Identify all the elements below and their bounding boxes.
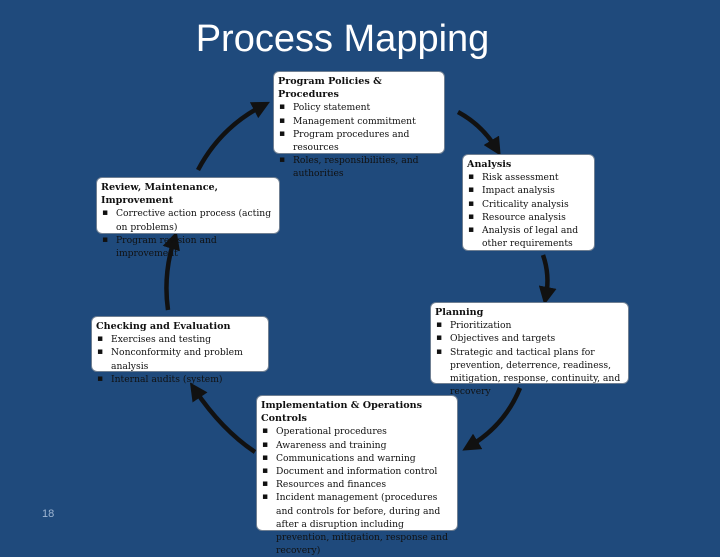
list-item: Internal audits (system): [96, 373, 263, 386]
list-item: Strategic and tactical plans for prevent…: [435, 346, 623, 399]
box-title: Analysis: [467, 159, 512, 170]
arrow-review-to-policies: [196, 101, 270, 172]
box-implementation: Implementation & Operations Controls Ope…: [256, 395, 458, 556]
box-list: Risk assessment Impact analysis Critical…: [467, 171, 589, 250]
list-item: Exercises and testing: [96, 333, 263, 346]
box-checking-evaluation: Checking and Evaluation Exercises and te…: [91, 316, 269, 386]
arrow-policies-to-analysis: [456, 110, 501, 156]
box-title: Implementation & Operations Controls: [261, 400, 423, 425]
box-review-maintenance: Review, Maintenance, Improvement Correct…: [96, 177, 280, 259]
list-item: Awareness and training: [261, 439, 452, 452]
list-item: Criticality analysis: [467, 198, 589, 211]
list-item: Roles, responsibilities, and authorities: [278, 154, 439, 180]
box-list: Operational procedures Awareness and tra…: [261, 425, 452, 557]
list-item: Corrective action process (acting on pro…: [101, 207, 274, 233]
box-title: Checking and Evaluation: [96, 321, 231, 332]
arrow-analysis-to-planning: [538, 254, 557, 305]
box-program-policies: Program Policies & Procedures Policy sta…: [273, 71, 445, 179]
list-item: Analysis of legal and other requirements: [467, 224, 589, 250]
list-item: Nonconformity and problem analysis: [96, 346, 263, 372]
box-list: Prioritization Objectives and targets St…: [435, 319, 623, 398]
box-title: Review, Maintenance, Improvement: [101, 182, 218, 207]
box-list: Exercises and testing Nonconformity and …: [96, 333, 263, 386]
list-item: Document and information control: [261, 465, 452, 478]
box-analysis: Analysis Risk assessment Impact analysis…: [462, 154, 595, 251]
list-item: Program procedures and resources: [278, 128, 439, 154]
list-item: Impact analysis: [467, 184, 589, 197]
list-item: Communications and warning: [261, 452, 452, 465]
box-title: Program Policies & Procedures: [278, 76, 382, 101]
arrow-implementation-to-checking: [189, 382, 257, 454]
list-item: Management commitment: [278, 115, 439, 128]
list-item: Incident management (procedures and cont…: [261, 491, 452, 557]
list-item: Operational procedures: [261, 425, 452, 438]
list-item: Prioritization: [435, 319, 623, 332]
box-list: Corrective action process (acting on pro…: [101, 207, 274, 260]
list-item: Program revision and improvement: [101, 234, 274, 260]
box-list: Policy statement Management commitment P…: [278, 101, 439, 180]
list-item: Resource analysis: [467, 211, 589, 224]
box-planning: Planning Prioritization Objectives and t…: [430, 302, 629, 397]
slide-title: Process Mapping: [195, 18, 490, 60]
box-title: Planning: [435, 307, 484, 318]
list-item: Policy statement: [278, 101, 439, 114]
list-item: Resources and finances: [261, 478, 452, 491]
page-number: 18: [42, 508, 55, 520]
list-item: Objectives and targets: [435, 332, 623, 345]
list-item: Risk assessment: [467, 171, 589, 184]
